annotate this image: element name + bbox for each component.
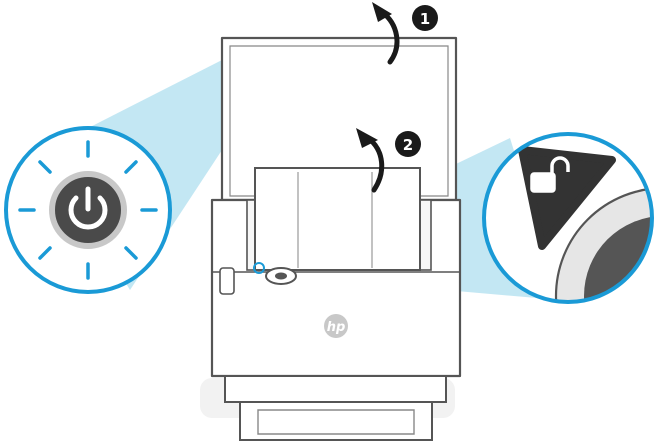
power-glow-rays xyxy=(18,140,158,280)
step-1-arrowhead xyxy=(372,2,392,22)
unlock-icon xyxy=(530,156,570,193)
step-2-arrowhead xyxy=(356,128,378,148)
step-1-number: 1 xyxy=(420,10,430,28)
output-tray xyxy=(224,375,447,403)
toner-cartridge xyxy=(254,167,421,271)
lock-dial-inner xyxy=(275,272,287,280)
printer-lid-inner xyxy=(229,45,449,197)
step-1-badge xyxy=(412,5,438,31)
power-icon xyxy=(68,186,108,230)
unlock-callout xyxy=(482,132,654,304)
step-2-badge xyxy=(395,131,421,157)
hp-logo-text: hp xyxy=(327,320,346,335)
dial-center xyxy=(584,216,652,302)
hp-logo xyxy=(324,314,348,338)
output-tray-slot xyxy=(257,409,415,435)
power-button-small xyxy=(219,267,235,295)
lock-dial-highlight xyxy=(253,262,265,274)
output-tray-extension xyxy=(239,401,433,441)
step-2-number: 2 xyxy=(403,136,413,154)
power-callout xyxy=(4,126,172,294)
